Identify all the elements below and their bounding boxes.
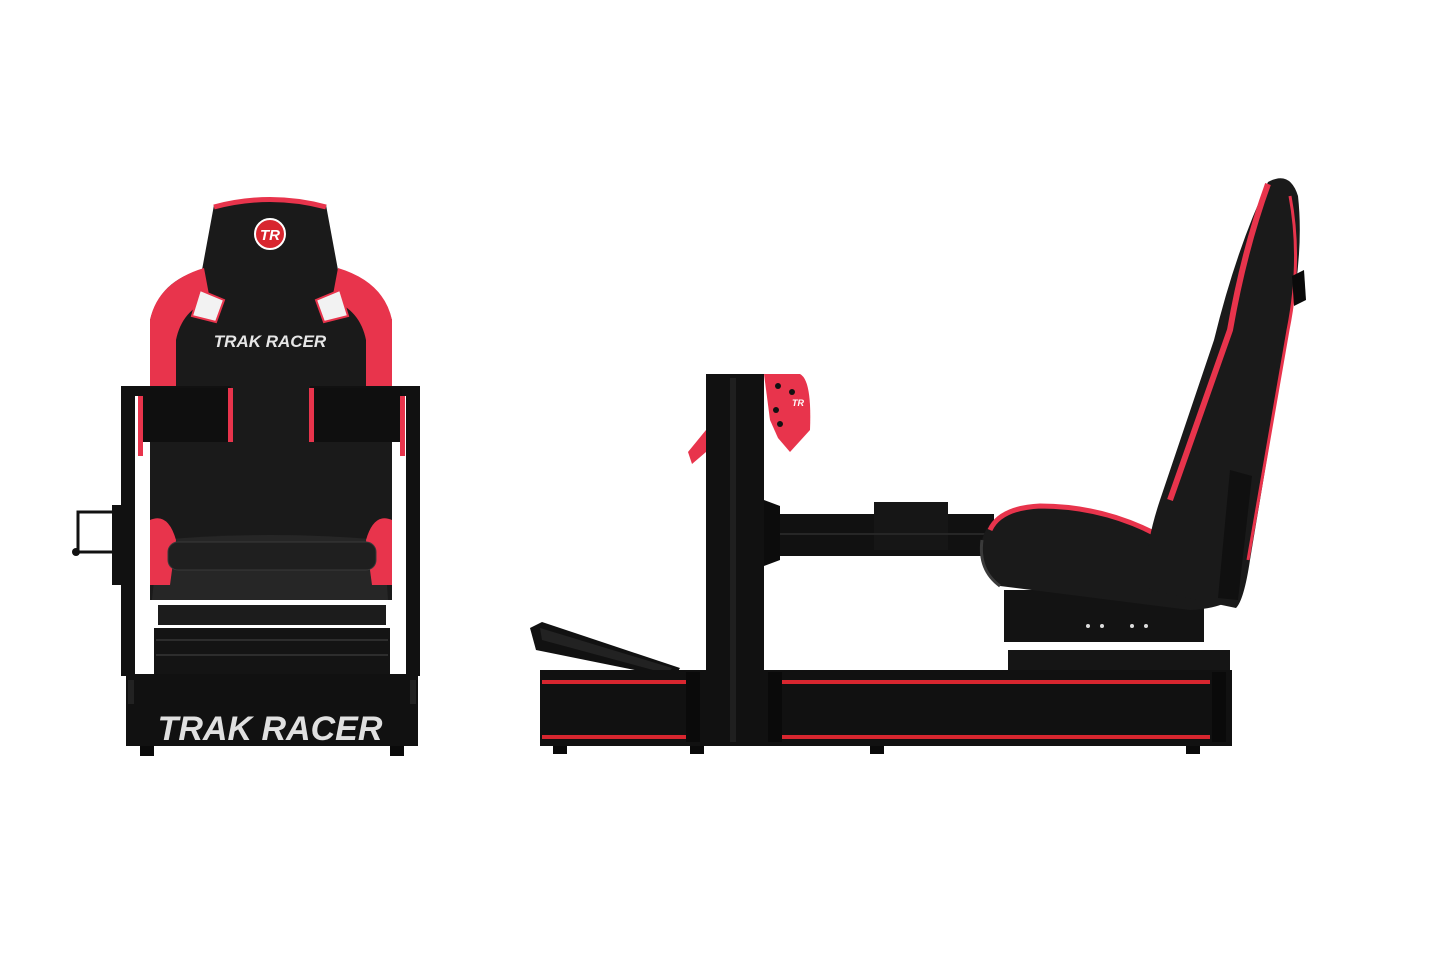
- front-seat-brand: TRAK RACER: [214, 332, 327, 351]
- side-foot-4: [1186, 744, 1200, 754]
- front-side-red-left: [138, 396, 143, 456]
- front-cushion-bolster-right: [366, 518, 392, 585]
- side-bracket-1: [686, 672, 700, 742]
- front-top-piping: [213, 197, 327, 210]
- side-view: TR: [530, 178, 1306, 754]
- front-side-mount-arm: [112, 505, 124, 585]
- front-bracket-right-edge: [309, 388, 314, 442]
- side-stripe-top-front: [542, 680, 692, 684]
- side-slider-dot-3: [1130, 624, 1134, 628]
- front-slider: [158, 605, 386, 625]
- front-base-brand: TRAK RACER: [158, 710, 383, 748]
- side-wheel-bracket-arm: [688, 430, 706, 464]
- front-bolster-right: [332, 268, 392, 420]
- side-arm-brace: [764, 500, 780, 566]
- front-cushion-bolster-left: [150, 518, 176, 585]
- side-pedal-plate-face: [540, 628, 672, 674]
- side-stripe-bottom-rear: [780, 735, 1210, 739]
- front-harness-slot-right: [314, 288, 350, 324]
- side-seat-rail: [1008, 650, 1230, 670]
- side-bracket-3: [1212, 672, 1226, 742]
- side-cushion-front: [979, 539, 1001, 588]
- side-wheel-bracket: [764, 374, 811, 452]
- front-side-mount-knob: [72, 548, 80, 556]
- side-bracket-hole-1: [775, 383, 781, 389]
- side-slider-dot-2: [1100, 624, 1104, 628]
- side-seat-back-piping: [1167, 182, 1271, 501]
- front-bracket-right: [310, 388, 402, 442]
- side-stripe-bottom-front: [542, 735, 692, 739]
- front-side-red-right: [400, 396, 405, 456]
- front-base-bolt-left: [128, 680, 134, 704]
- front-logo-badge: [254, 218, 286, 250]
- side-seat-shell: [1218, 470, 1252, 600]
- front-base-bolt-right: [410, 680, 416, 704]
- front-view: TR TRAK RACER TRAK RACER: [72, 197, 420, 756]
- side-foot-1: [553, 744, 567, 754]
- front-bracket-left-edge: [228, 388, 233, 442]
- front-harness-slot-left: [190, 288, 226, 324]
- front-side-mount: [76, 510, 118, 554]
- side-foot-3: [870, 744, 884, 754]
- front-upright-left: [121, 386, 135, 676]
- side-upright-slot: [730, 378, 736, 742]
- side-seat-back: [1146, 178, 1300, 609]
- side-bracket-hole-2: [789, 389, 795, 395]
- side-foot-2: [690, 744, 704, 754]
- side-slider-dot-1: [1086, 624, 1090, 628]
- front-logo-text: TR: [260, 227, 280, 244]
- front-bracket-left: [140, 388, 232, 442]
- side-bracket-hole-3: [773, 407, 779, 413]
- side-bracket-2: [768, 672, 782, 742]
- side-seat-back-rear: [1246, 195, 1297, 561]
- front-upright-right: [406, 386, 420, 676]
- side-bracket-logo: TR: [792, 398, 804, 408]
- side-bracket-hole-4: [777, 421, 783, 427]
- front-cushion-top: [167, 541, 377, 571]
- side-stripe-top-rear: [780, 680, 1210, 684]
- side-slider-dot-4: [1144, 624, 1148, 628]
- front-base: [126, 674, 418, 746]
- side-cushion-piping: [987, 503, 1172, 545]
- front-rail: [154, 628, 390, 674]
- side-harness-slot: [1292, 270, 1306, 306]
- side-arm-clamp: [874, 502, 948, 550]
